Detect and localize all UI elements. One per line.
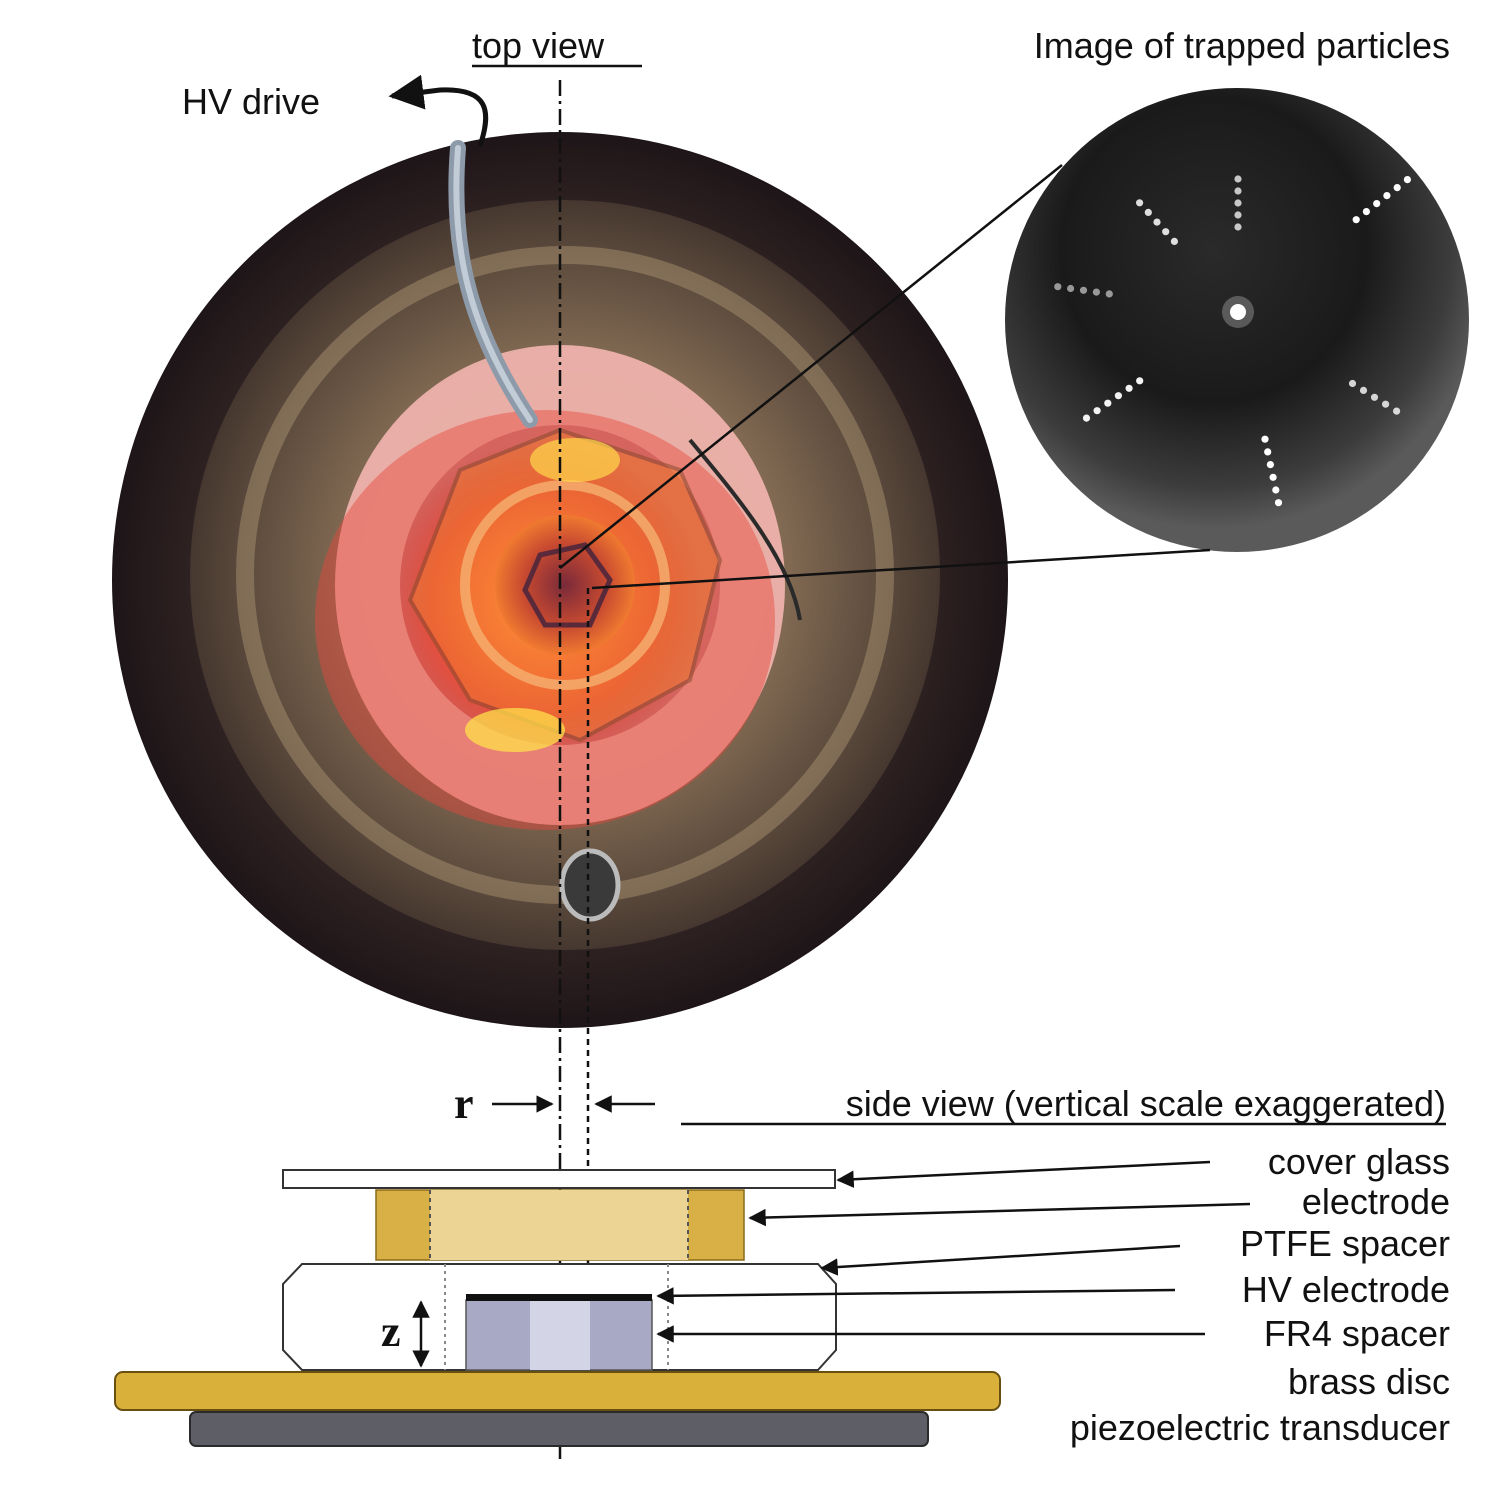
particle (1144, 208, 1152, 216)
particle (1352, 216, 1360, 224)
particle (1383, 192, 1391, 200)
label-piezoelectric-transducer: piezoelectric transducer (1070, 1407, 1450, 1448)
zoom-line-upper (559, 164, 1063, 569)
trapped-particles-image (1005, 88, 1469, 552)
particle (1067, 284, 1075, 293)
particle (1373, 200, 1381, 208)
particle (1234, 211, 1242, 219)
z-label: z (381, 1307, 401, 1356)
particle (1261, 435, 1269, 443)
particle (1272, 486, 1280, 494)
particle (1079, 286, 1088, 294)
leader-lines (656, 1160, 1251, 1343)
top-view-photo (112, 132, 1008, 1028)
trapped-image-title: Image of trapped particles (1034, 25, 1450, 66)
top-view-label: top view (472, 25, 605, 66)
particle (1092, 288, 1100, 296)
particle (1170, 237, 1178, 245)
cover-glass (282, 1169, 836, 1189)
hv-drive-arrow (388, 74, 489, 147)
label-brass-disc: brass disc (1288, 1361, 1450, 1402)
particle (1054, 283, 1062, 291)
particle (1393, 407, 1401, 415)
particle (1136, 377, 1144, 385)
fr4-spacer-inner (530, 1300, 590, 1370)
piezoelectric-transducer (189, 1411, 929, 1447)
particle (1362, 208, 1370, 216)
particle (1162, 228, 1170, 236)
particle (1125, 384, 1133, 392)
particle (1153, 218, 1161, 226)
leader-electrode (748, 1202, 1251, 1227)
brass-disc (114, 1371, 1001, 1411)
particle (1136, 199, 1144, 207)
label-cover-glass: cover glass (1268, 1141, 1450, 1182)
leader-cover-glass (836, 1160, 1211, 1188)
side-view (114, 1169, 1001, 1447)
side-view-label: side view (vertical scale exaggerated) (846, 1083, 1446, 1124)
particle (1105, 290, 1113, 298)
particle (1234, 187, 1242, 195)
particle (1264, 448, 1272, 456)
particle (1403, 176, 1411, 184)
r-label: r (454, 1079, 474, 1128)
particle (1382, 400, 1390, 408)
particle (1393, 184, 1401, 192)
particle (1266, 461, 1274, 469)
particle (1104, 399, 1112, 407)
side-labels: cover glass electrode PTFE spacer HV ele… (1070, 1141, 1450, 1448)
particle (1234, 199, 1242, 207)
leader-ptfe-spacer (820, 1244, 1181, 1276)
leader-hv-electrode (656, 1287, 1176, 1305)
particle (1082, 414, 1091, 422)
particle (1359, 386, 1368, 394)
particle (1348, 379, 1357, 388)
trapped-image-circle (1005, 88, 1469, 552)
particle (1093, 407, 1101, 415)
hv-electrode (466, 1294, 652, 1301)
label-hv-electrode: HV electrode (1242, 1269, 1450, 1310)
particle (1269, 473, 1277, 481)
particle-arms (1054, 175, 1411, 507)
label-electrode: electrode (1302, 1181, 1450, 1222)
label-ptfe-spacer: PTFE spacer (1240, 1223, 1450, 1264)
hv-drive-label: HV drive (182, 81, 320, 122)
electrode-inner (430, 1190, 688, 1260)
particle (1274, 499, 1283, 507)
particle (1234, 175, 1242, 183)
zoom-line-lower (591, 548, 1211, 590)
center-particle (1230, 304, 1246, 320)
bolt (559, 848, 621, 922)
particle (1370, 393, 1379, 401)
particle (1114, 392, 1122, 400)
particle (1234, 223, 1242, 231)
label-fr4-spacer: FR4 spacer (1264, 1313, 1450, 1354)
